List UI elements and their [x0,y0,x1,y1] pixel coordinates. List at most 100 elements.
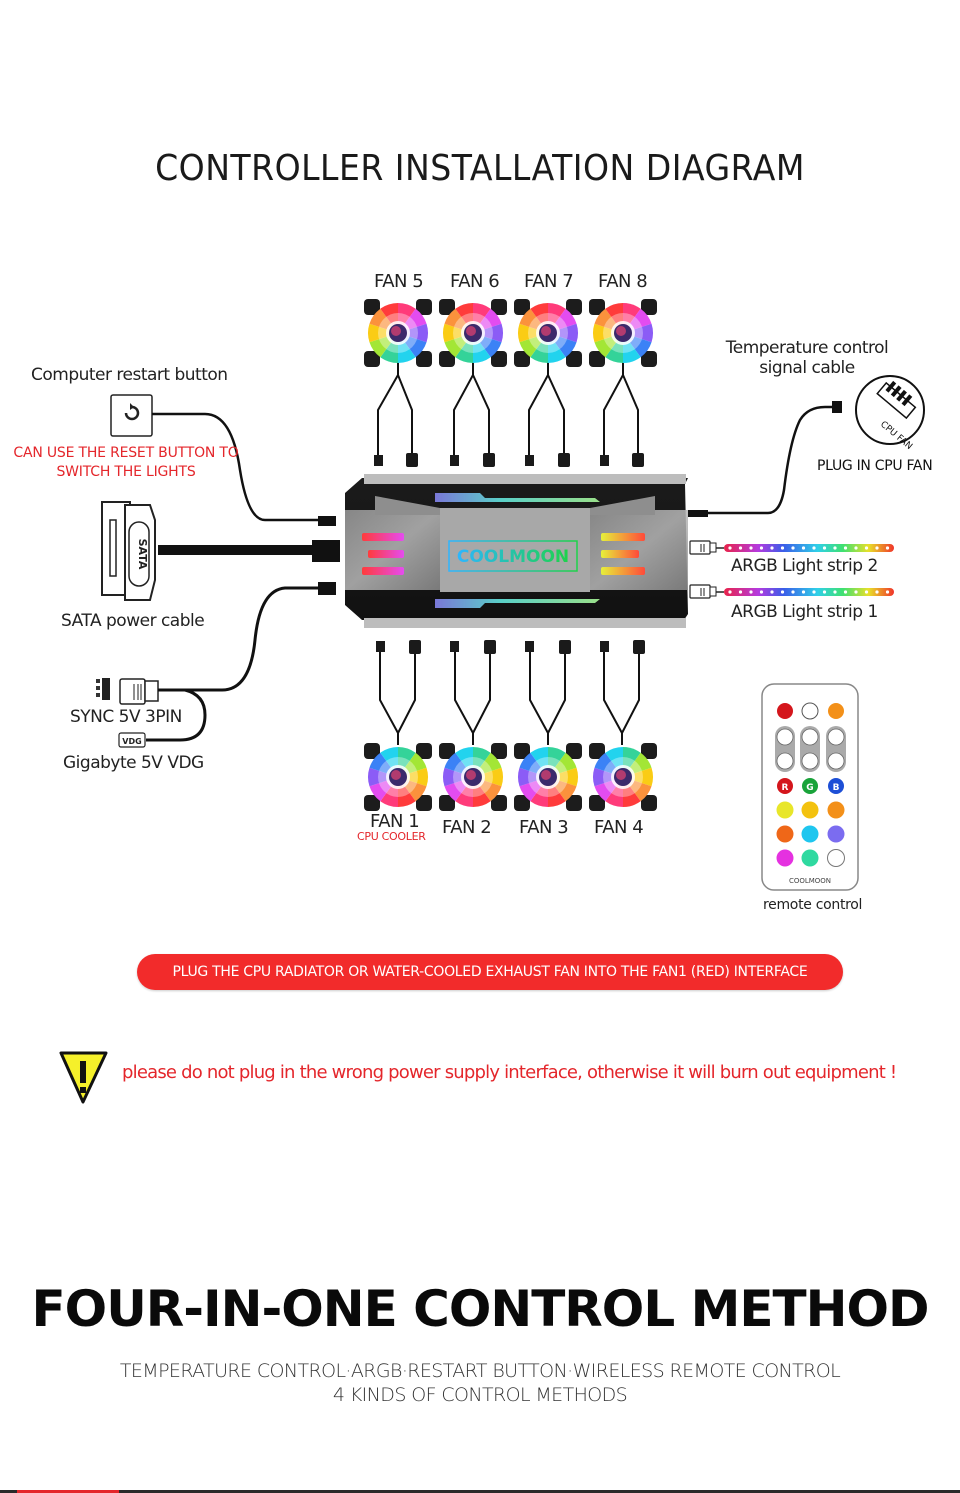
temp-signal-wire [708,405,833,515]
subheading-line1: TEMPERATURE CONTROL·ARGB·RESTART BUTTON·… [119,1360,841,1382]
fan-8-icon [589,299,657,367]
reset-note-line2: SWITCH THE LIGHTS [56,464,196,480]
fan-5-label: FAN 5 [374,271,424,292]
cpu-fan-header-icon: CPU FAN [855,375,925,452]
fan-7-label: FAN 7 [524,271,574,292]
hub-brand-logo: COOLMOON [457,547,569,567]
strip-led [885,590,890,594]
sata-connector: SATA [101,501,156,601]
strip-led [843,590,848,594]
bottom-divider-accent [17,1490,119,1493]
restart-button-label: Computer restart button [31,365,228,385]
strip-led [801,590,806,594]
fan-8-label: FAN 8 [598,271,648,292]
remote-g-button [802,778,818,794]
temp-control-label-line2: signal cable [759,358,855,378]
remote-color-button [827,825,845,843]
fan-2-icon [439,743,507,811]
remote-control-button [827,728,845,746]
fan-4-label: FAN 4 [594,817,644,838]
strip-led [875,546,879,550]
controller-hub: COOLMOON [345,474,688,628]
strip-led [738,546,743,550]
reset-note-line1: CAN USE THE RESET BUTTON TO [13,445,239,461]
fan-2-label: FAN 2 [442,817,492,838]
remote-control-button [776,752,794,770]
fan-1-label: FAN 1 [370,811,420,832]
sata-power-label: SATA power cable [61,611,205,631]
argb-strip-2 [689,540,894,555]
remote-color-button [827,849,845,867]
remote-play-button [801,702,819,720]
diagram-title: CONTROLLER INSTALLATION DIAGRAM [155,148,805,189]
strip-led [812,590,816,594]
remote-b-button [828,778,844,794]
four-in-one-heading: FOUR-IN-ONE CONTROL METHOD [31,1280,930,1338]
fan-1-icon [364,743,432,811]
strip-led [822,590,827,594]
strip-led [780,590,785,594]
remote-control-button [801,728,819,746]
warning-text: please do not plug in the wrong power su… [122,1062,897,1083]
fan-5-icon [364,299,432,367]
bottom-divider [0,1490,960,1493]
remote-color-button [827,801,845,819]
strip-led [812,546,816,550]
remote-color-button [776,825,794,843]
fan-6-label: FAN 6 [450,271,500,292]
strip-led [801,546,806,550]
strip-led [770,546,774,550]
strip-led [833,590,837,594]
gigabyte-vdg-label: Gigabyte 5V VDG [63,753,204,773]
bottom-fan-plugs [376,640,645,654]
remote-rgb-label: R [782,783,789,793]
remote-color-button [776,849,794,867]
remote-control-button [776,728,794,746]
fan-7-icon [514,299,582,367]
remote-rgb-label: G [806,783,813,793]
remote-control-button [827,752,845,770]
argb-strip-1-label: ARGB Light strip 1 [731,602,878,622]
fan-6-icon [439,299,507,367]
vdg-wire [146,688,207,742]
strip-led [738,590,743,594]
warning-icon [59,1051,108,1104]
fan-3-label: FAN 3 [519,817,569,838]
bottom-fan-cables [379,652,640,745]
remote-r-button [777,778,793,794]
strip-led [759,546,764,550]
temp-control-label: Temperature control signal cable [702,338,912,378]
sync-wire [158,586,318,692]
sync-3pin-label: SYNC 5V 3PIN [70,707,182,727]
remote-control-label: remote control [763,897,863,913]
strip-led [843,546,848,550]
fans-layer [364,299,657,811]
top-fan-plugs [374,453,644,467]
strip-led [885,546,890,550]
remote-color-button [776,801,794,819]
strip-led [822,546,827,550]
strip-led [875,590,879,594]
strip-led [749,590,753,594]
remote-brand: COOLMOON [789,877,831,885]
argb-strip-1 [689,584,894,599]
remote-control-button [801,752,819,770]
strip-led [728,546,732,550]
strip-led [791,546,795,550]
vdg-tag: VDG [122,737,141,746]
restart-button-connector [110,394,153,437]
remote-color-button [801,825,819,843]
strip-led [759,590,764,594]
remote-control: R G B COOLMOON [761,683,859,891]
subheading-line2: 4 KINDS OF CONTROL METHODS [332,1384,628,1406]
strip-led [854,590,858,594]
argb-strip-leds [728,546,890,594]
fan-1-sublabel: CPU COOLER [357,830,426,843]
fan-4-icon [589,743,657,811]
strip-led [791,590,795,594]
temp-control-label-line1: Temperature control [725,338,889,358]
remote-rgb-label: B [833,783,840,793]
restart-wire [152,412,318,522]
remote-color-button [801,849,819,867]
argb-strip-2-label: ARGB Light strip 2 [731,556,878,576]
